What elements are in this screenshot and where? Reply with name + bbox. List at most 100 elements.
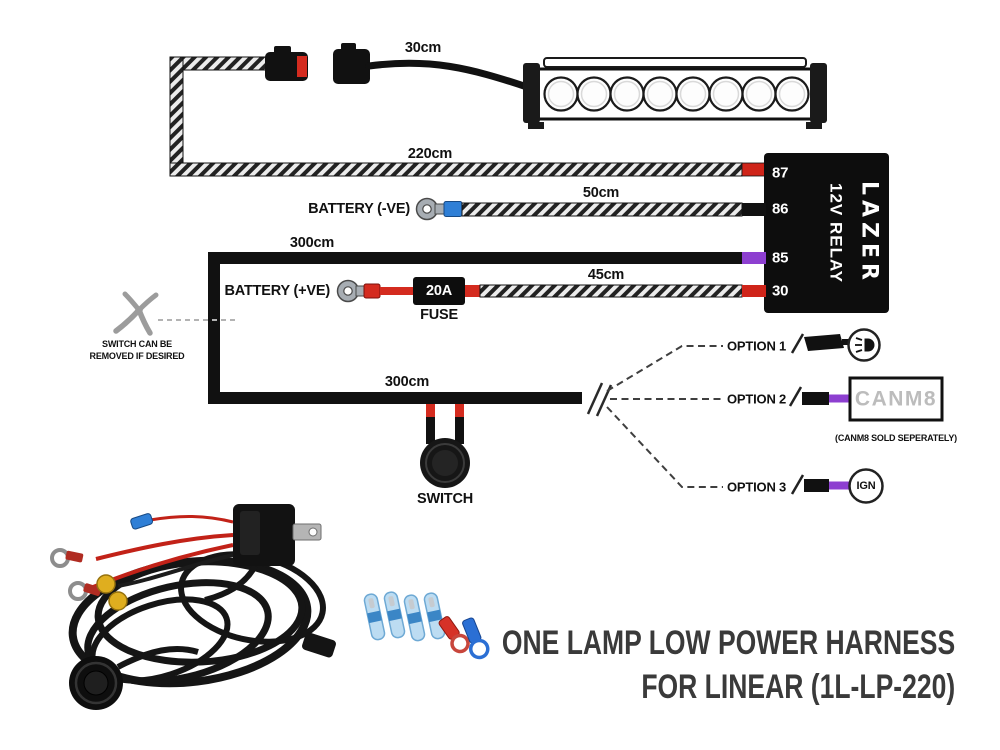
bracket-hole (308, 527, 318, 537)
option1-slash (790, 333, 805, 354)
label-option3: OPTION 3 (727, 480, 786, 495)
harness-black-wire (204, 564, 258, 603)
lazer-brand-logo: LAZER (857, 181, 882, 285)
loom-negative-lead (461, 202, 743, 217)
battery-negative-assembly (415, 197, 766, 221)
lens-inner-ring (646, 80, 674, 108)
ring-terminal-icon (68, 581, 88, 601)
switch-wire-stub (426, 417, 435, 444)
worklight-icon (864, 338, 875, 352)
butt-connector-band (387, 608, 402, 622)
cable-coil (84, 579, 272, 685)
switch-button-center (83, 670, 109, 696)
option1-connector (804, 334, 844, 351)
red-crimp-sleeve (363, 283, 381, 299)
red-crimp-sleeve (65, 550, 84, 563)
light-bar-bracket-foot (528, 122, 544, 129)
lamp-lens (741, 76, 777, 112)
switch-wire-red-band (426, 404, 435, 417)
cutters-pivot (135, 306, 143, 314)
switch-assembly (420, 404, 470, 488)
ignition-label: IGN (857, 480, 876, 492)
lens-inner-ring (580, 80, 608, 108)
blue-crimp-sleeve (443, 201, 463, 217)
cutters-icon (136, 307, 153, 336)
canm8-sold-separately-note: (CANM8 SOLD SEPERATELY) (835, 433, 957, 443)
ring-terminal-hole (343, 286, 353, 296)
wire-purple-tip-85 (742, 252, 766, 264)
switch-wire-red-band (455, 404, 464, 417)
lamp-connector-assembly (265, 43, 531, 91)
product-title-line1: ONE LAMP LOW POWER HARNESS (501, 624, 955, 662)
ring-terminal-hole (422, 204, 432, 214)
butt-connector-metal (388, 596, 395, 607)
switch-bezel-ring (74, 661, 118, 705)
lens-inner-ring (613, 80, 641, 108)
lens-inner-ring (547, 80, 575, 108)
blue-butt-connector (363, 593, 386, 641)
lamp-lens (576, 76, 612, 112)
ignition-circle (848, 468, 884, 504)
battery-positive-assembly (336, 277, 766, 305)
wire-switch-run (208, 392, 582, 404)
lamp-lead-wire (365, 59, 531, 91)
label-battery-negative: BATTERY (-VE) (308, 201, 410, 217)
lamp-side-connector (333, 49, 370, 84)
label-switch-note-2: REMOVED IF DESIRED (90, 351, 186, 361)
red-ring-terminal (438, 616, 470, 654)
wire-red-to-fuse (380, 287, 413, 295)
option2-connector (802, 392, 829, 405)
ring-terminal-neck (434, 203, 445, 215)
option3-row (790, 468, 884, 504)
relay-12v: 87 86 85 30 12V RELAY LAZER (764, 153, 889, 313)
blue-butt-connector (423, 592, 446, 640)
product-title-line2: FOR LINEAR (1L-LP-220) (641, 667, 955, 706)
label-switch: SWITCH (417, 491, 473, 507)
worklight-icon (855, 337, 863, 341)
label-switch-note-1: SWITCH CAN BE (102, 339, 172, 349)
lamp-lens (642, 76, 678, 112)
diagram-labels: 30cm 220cm 50cm 300cm 45cm 300cm BATTERY… (90, 40, 958, 507)
yellow-connector (96, 574, 116, 594)
loom-top-run (175, 56, 273, 71)
butt-connector-band (367, 610, 382, 624)
light-bar-top-fin (543, 57, 807, 68)
light-bar-end-cap (810, 63, 827, 123)
blue-crimp-sleeve (130, 513, 154, 530)
lamp-lens (675, 76, 711, 112)
switch-bezel-ring (425, 443, 465, 483)
option2-row (788, 376, 944, 422)
lamp-lens (609, 76, 645, 112)
label-50cm: 50cm (583, 185, 619, 201)
label-300cm-switch: 300cm (385, 374, 429, 390)
harness-red-wire (95, 533, 234, 561)
option2-purple-wire (829, 394, 850, 403)
option1-row (790, 328, 881, 362)
harness-red-wire (149, 515, 234, 524)
ring-terminal-icon (450, 633, 470, 654)
harness-relay-highlight (240, 511, 260, 555)
product-title: ONE LAMP LOW POWER HARNESS FOR LINEAR (1… (374, 622, 955, 709)
label-300cm-relay: 300cm (290, 235, 334, 251)
butt-connector-metal (428, 597, 435, 608)
loom-positive-lead (479, 284, 743, 298)
yellow-connector (108, 591, 128, 611)
relay-terminal-30: 30 (772, 283, 788, 300)
wire-black-tip-86 (742, 203, 766, 216)
relay-terminal-86: 86 (772, 201, 788, 218)
light-bar-end-cap (523, 63, 540, 123)
harness-connector-plug (302, 632, 336, 658)
option2-slash (788, 386, 803, 407)
blue-butt-connector (383, 591, 406, 639)
blue-ring-terminal (462, 617, 490, 660)
ring-terminal-icon (468, 638, 490, 660)
butt-connector-metal (368, 598, 375, 609)
cutters-icon (113, 307, 142, 334)
label-220cm: 220cm (408, 146, 452, 162)
harness-black-wire (117, 553, 234, 588)
harness-photo (50, 504, 336, 710)
butt-connector-band (407, 611, 422, 625)
label-option1: OPTION 1 (727, 339, 786, 354)
